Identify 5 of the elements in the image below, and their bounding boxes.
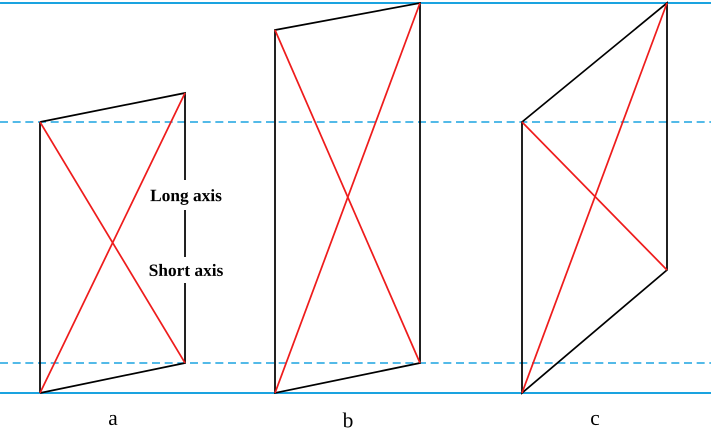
axis-label: Long axis <box>150 189 222 205</box>
panel-label: c <box>591 414 600 426</box>
axis-label: Short axis <box>150 264 223 276</box>
panel-label: a <box>109 414 118 426</box>
panel-label: b <box>342 412 353 428</box>
